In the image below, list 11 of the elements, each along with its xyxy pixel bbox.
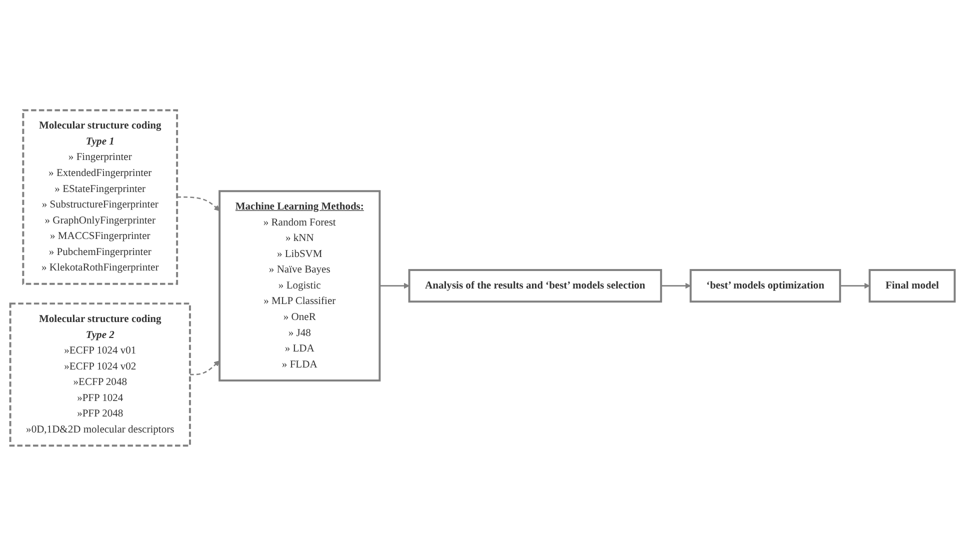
arrow <box>840 283 870 289</box>
arrow <box>190 360 220 376</box>
node-box: Final model <box>868 269 956 303</box>
node-box: ‘best’ models optimization <box>690 269 842 303</box>
node-box: Machine Learning Methods: » Random Forest » kNN » LibSVM » Naïve Bayes » Logistic » MLP Classifier » OneR » J48 » LDA » FLDA <box>218 190 381 382</box>
arrow <box>177 196 220 212</box>
node-box: Molecular structure coding Type 2 »ECFP 1024 v01 »ECFP 1024 v02 »ECFP 2048 »PFP 1024 »PFP 2048 »0D,1D&2D molecular descriptors <box>9 302 191 447</box>
node-box: Molecular structure coding Type 1 » Fingerprinter » ExtendedFingerprinter » EStateFingerprinter » SubstructureFingerprinter » GraphOnlyFingerprinter » MACCSFingerprinter » PubchemFingerprinter » KlekotaRothFingerprinter <box>22 109 178 285</box>
arrow <box>661 283 691 289</box>
arrow <box>380 283 410 289</box>
node-box: Analysis of the results and ‘best’ models selection <box>408 269 662 303</box>
